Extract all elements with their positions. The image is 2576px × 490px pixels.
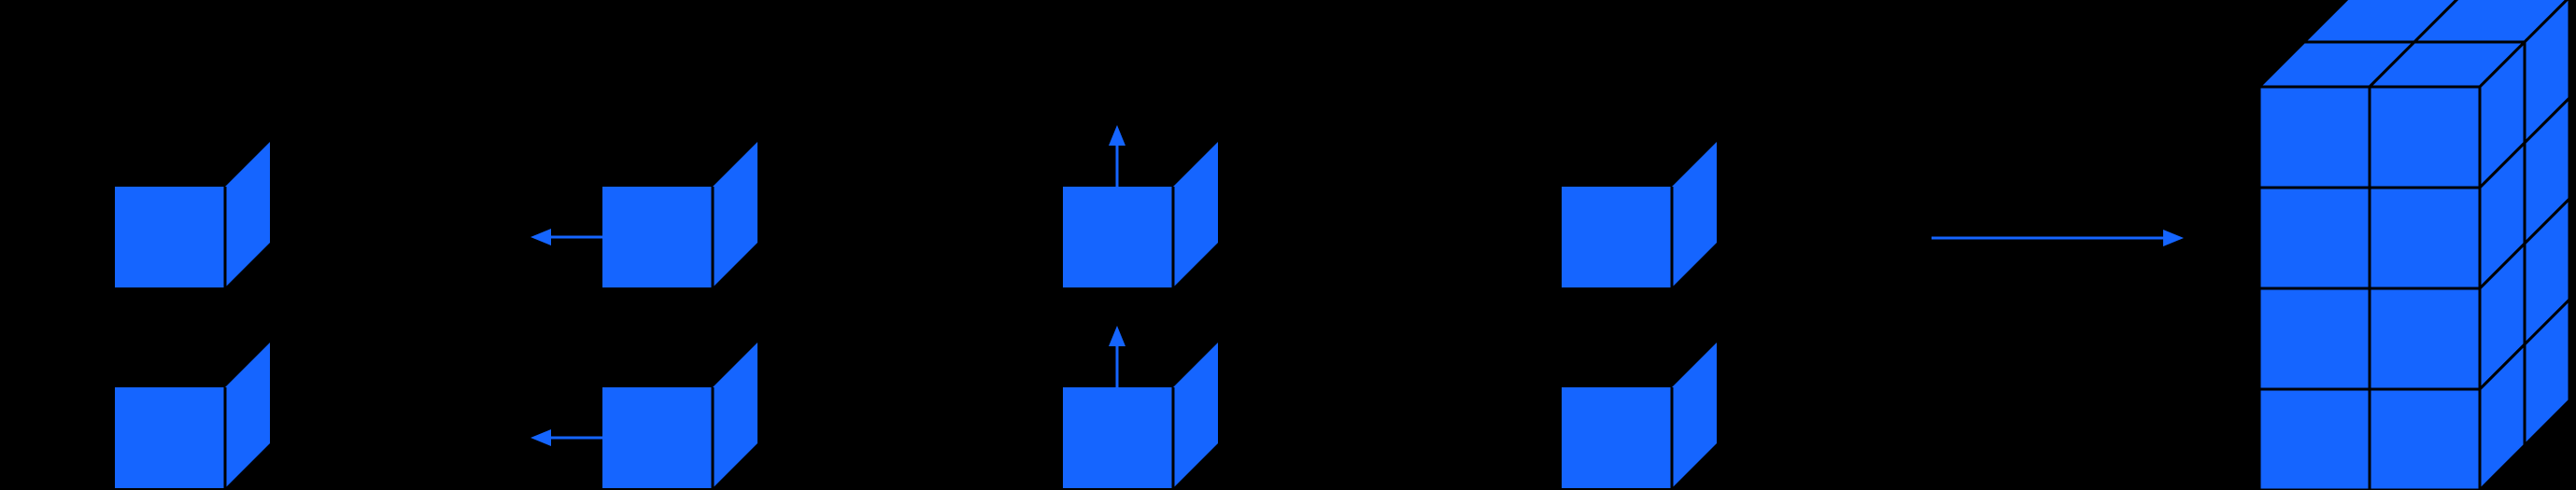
cube-front-face	[115, 187, 225, 287]
cube-side-face	[1173, 142, 1218, 287]
cube-front-face	[602, 187, 713, 287]
cube-pair-4-cube-bottom-row	[1562, 343, 1717, 488]
assembled-block	[2256, 0, 2571, 490]
cube-front-face	[602, 387, 713, 488]
block-top-cell	[2411, 0, 2569, 44]
cube-pair-2-cube-bottom-row	[602, 343, 757, 488]
block-top-cell	[2300, 0, 2459, 44]
block-front-cell	[2258, 186, 2371, 290]
arrows-layer	[531, 125, 2184, 446]
cube-groups-layer	[115, 142, 1717, 488]
arrow-right-transition-head	[2163, 230, 2184, 246]
assembled-block-layer	[2256, 0, 2571, 490]
cube-side-face	[713, 343, 757, 488]
cube-front-face	[1562, 187, 1672, 287]
block-front-cell	[2368, 287, 2482, 391]
arrow-up-lower	[1109, 326, 1125, 387]
block-front-cell	[2258, 387, 2371, 490]
cube-pair-3-cube-top-row	[1063, 142, 1218, 287]
cube-side-face	[225, 142, 270, 287]
arrow-right-transition	[1932, 230, 2184, 246]
cube-pair-1-cube-top-row	[115, 142, 270, 287]
cube-side-face	[1672, 142, 1717, 287]
cube-pair-4	[1562, 142, 1717, 488]
arrow-left-upper-head	[531, 229, 551, 245]
block-front-cell	[2368, 85, 2482, 189]
cube-front-face	[115, 387, 225, 488]
arrow-up-upper-head	[1109, 125, 1125, 146]
cube-pair-2	[602, 142, 757, 488]
arrow-left-lower-head	[531, 429, 551, 446]
block-front-cell	[2258, 287, 2371, 391]
cube-pair-3-cube-bottom-row	[1063, 343, 1218, 488]
arrow-left-lower	[531, 429, 602, 446]
cube-front-face	[1063, 387, 1173, 488]
cube-side-face	[1672, 343, 1717, 488]
cube-pair-1	[115, 142, 270, 488]
block-front-cell	[2368, 387, 2482, 490]
arrow-up-upper	[1109, 125, 1125, 187]
cube-pair-2-cube-top-row	[602, 142, 757, 287]
arrow-left-upper	[531, 229, 602, 245]
cube-front-face	[1063, 187, 1173, 287]
cube-front-face	[1562, 387, 1672, 488]
block-front-cell	[2368, 186, 2482, 290]
arrow-up-lower-head	[1109, 326, 1125, 346]
cube-pair-1-cube-bottom-row	[115, 343, 270, 488]
cube-side-face	[225, 343, 270, 488]
block-front-cell	[2258, 85, 2371, 189]
cube-pair-3	[1063, 142, 1218, 488]
cube-side-face	[1173, 343, 1218, 488]
block-side-cell	[2523, 296, 2571, 449]
cube-pair-4-cube-top-row	[1562, 142, 1717, 287]
cube-side-face	[713, 142, 757, 287]
